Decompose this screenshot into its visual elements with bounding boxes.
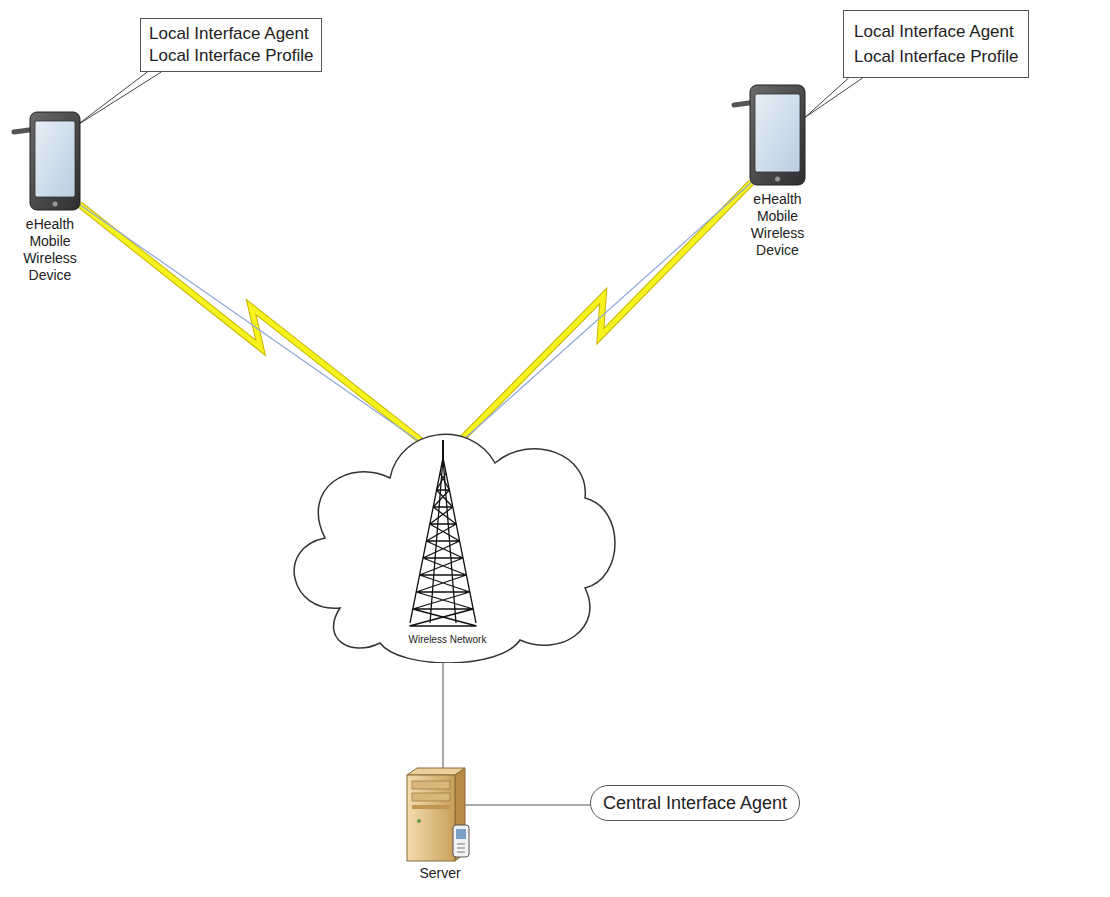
connector (443, 663, 444, 768)
device-node: eHealth Mobile Wireless Device (5, 88, 95, 284)
connector (75, 72, 161, 126)
device-node: eHealth Mobile Wireless Device (725, 75, 830, 259)
node-label: eHealth Mobile Wireless Device (743, 191, 813, 259)
node-label: Local Interface Agent (854, 19, 1018, 44)
node-label: Local Interface Agent (149, 23, 313, 45)
connector (455, 805, 590, 806)
tablet-icon (725, 75, 830, 187)
server-node: Server (395, 765, 485, 882)
callout-box: Local Interface AgentLocal Interface Pro… (140, 18, 322, 72)
node-label: Local Interface Profile (854, 44, 1018, 69)
connector (443, 183, 751, 458)
callout-box: Local Interface AgentLocal Interface Pro… (843, 10, 1029, 78)
cloud-node: Wireless Network (270, 378, 625, 663)
node-label: Wireless Network (270, 634, 625, 645)
rounded-box: Central Interface Agent (590, 785, 800, 821)
cloud-shape (270, 378, 625, 663)
node-label: Local Interface Profile (149, 45, 313, 67)
node-label: eHealth Mobile Wireless Device (15, 216, 85, 284)
node-label: Server (395, 865, 485, 882)
server-icon (395, 765, 485, 865)
node-label: Central Interface Agent (603, 792, 787, 814)
tablet-icon (5, 88, 95, 212)
connector (80, 205, 443, 458)
connector (805, 78, 863, 118)
